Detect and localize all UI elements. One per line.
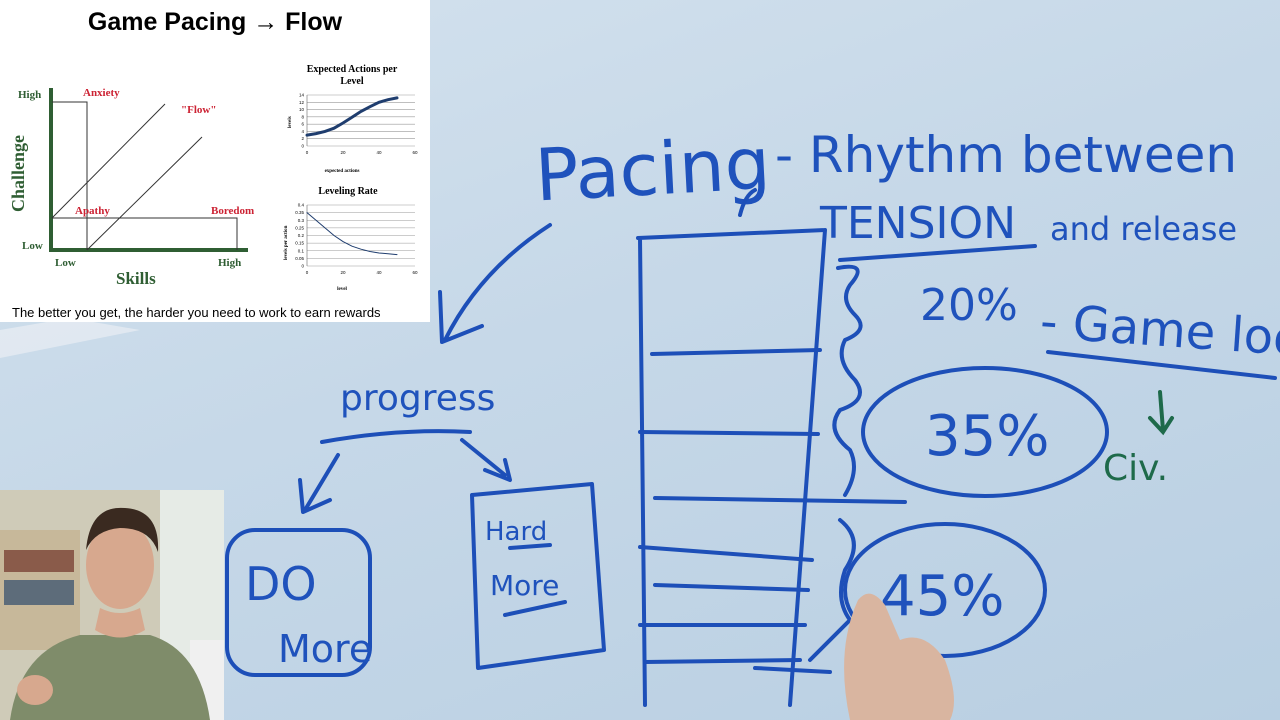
y-tick-label: 0.4: [298, 203, 305, 208]
arrow-to-progress-icon: [438, 223, 552, 344]
y-tick-label: 0.15: [295, 241, 304, 246]
arrow-down-icon: [1148, 390, 1174, 436]
y-high: High: [18, 89, 41, 101]
chart2-xlabel: level: [337, 287, 347, 292]
series-line: [306, 212, 398, 256]
chart2-title: Leveling Rate: [318, 186, 378, 197]
y-tick-label: 0: [301, 264, 304, 269]
zone-flow: "Flow": [181, 104, 216, 116]
chart-leveling-rate: Leveling Rate level levels per action 00…: [284, 186, 418, 292]
x-tick-label: 40: [376, 270, 382, 275]
x-high: High: [218, 257, 241, 269]
tension-underline: [838, 244, 1037, 262]
ellipse-35: [861, 366, 1109, 498]
webcam-inset: [0, 490, 224, 720]
arrow-right-icon: [460, 438, 512, 482]
y-tick-label: 12: [299, 100, 305, 105]
pct-35: 35%: [925, 404, 1049, 469]
pacing-connector: [738, 188, 757, 217]
game-loop-underline: [1046, 350, 1277, 380]
hard-more-line2: More: [490, 569, 559, 602]
ellipse-45: [843, 522, 1047, 658]
progress-underline: [320, 429, 472, 444]
y-tick-label: 2: [301, 136, 304, 141]
chart1-title-1: Expected Actions per: [307, 64, 398, 75]
y-tick-label: 0.3: [298, 218, 305, 223]
x-tick-label: 20: [340, 150, 346, 155]
y-tick-label: 0.25: [295, 225, 304, 230]
progress-label: progress: [340, 378, 495, 419]
lamp-glare: [0, 318, 140, 358]
slide-title: Game Pacing → Flow: [87, 8, 343, 36]
arrow-left-icon: [298, 453, 340, 514]
y-tick-label: 4: [301, 129, 304, 134]
x-tick-label: 0: [306, 270, 309, 275]
y-tick-label: 8: [301, 114, 304, 119]
pacing-tower-diagram: [636, 228, 907, 707]
pct-45: 45%: [880, 564, 1004, 629]
pct-20: 20%: [920, 280, 1018, 331]
x-tick-label: 0: [306, 150, 309, 155]
slide-figures: High Low Low High Skills Challenge Anxie…: [8, 64, 418, 292]
y-tick-label: 0: [301, 144, 304, 149]
y-tick-label: 0.2: [298, 233, 305, 238]
y-axis-label: Challenge: [8, 135, 28, 212]
y-tick-label: 0.1: [298, 248, 305, 253]
zone-anxiety: Anxiety: [83, 87, 120, 99]
x-low: Low: [55, 257, 76, 269]
x-tick-label: 20: [340, 270, 346, 275]
civ-label: Civ.: [1103, 448, 1168, 489]
tension-word: TENSION: [819, 198, 1016, 249]
y-tick-label: 6: [301, 122, 304, 127]
slide-caption: The better you get, the harder you need …: [12, 305, 381, 320]
chart1-title-2: Level: [340, 76, 364, 87]
presenter-hair: [86, 507, 159, 552]
presenter-face: [86, 521, 154, 609]
x-tick-label: 60: [412, 270, 418, 275]
definition-line1: - Rhythm between: [775, 126, 1237, 184]
y-tick-label: 10: [299, 107, 305, 112]
chart-expected-actions: Expected Actions per Level expected acti…: [288, 64, 418, 174]
presenter-hand: [844, 593, 954, 720]
hard-more-line1: Hard: [485, 517, 547, 547]
y-tick-label: 0.05: [295, 256, 304, 261]
x-tick-label: 60: [412, 150, 418, 155]
do-more-box: [225, 528, 372, 677]
chart1-xlabel: expected actions: [325, 169, 360, 174]
chart2-ylabel: levels per action: [284, 225, 289, 260]
do-more-line1: DO: [245, 557, 317, 611]
flow-diagram: High Low Low High Skills Challenge Anxie…: [8, 87, 254, 288]
y-low: Low: [22, 240, 43, 252]
hard-more-box: [470, 482, 606, 670]
hard-more-underlines: [503, 543, 567, 617]
slide-overlay: Game Pacing → Flow High Low Low High Ski…: [0, 0, 430, 322]
game-loop: - Game loop: [1038, 293, 1280, 369]
series-line: [305, 96, 399, 137]
zone-apathy: Apathy: [75, 205, 110, 217]
x-tick-label: 40: [376, 150, 382, 155]
zone-boredom: Boredom: [211, 205, 254, 217]
and-release: and release: [1050, 210, 1237, 248]
x-axis-label: Skills: [116, 269, 156, 288]
presenter-shirt: [10, 635, 210, 720]
do-more-line2: More: [278, 627, 372, 671]
y-tick-label: 14: [299, 93, 305, 98]
y-tick-label: 0.35: [295, 210, 304, 215]
chart1-ylabel: levels: [288, 116, 293, 128]
pacing-heading: Pacing: [533, 121, 772, 217]
presenter-hand-cam: [17, 675, 53, 705]
